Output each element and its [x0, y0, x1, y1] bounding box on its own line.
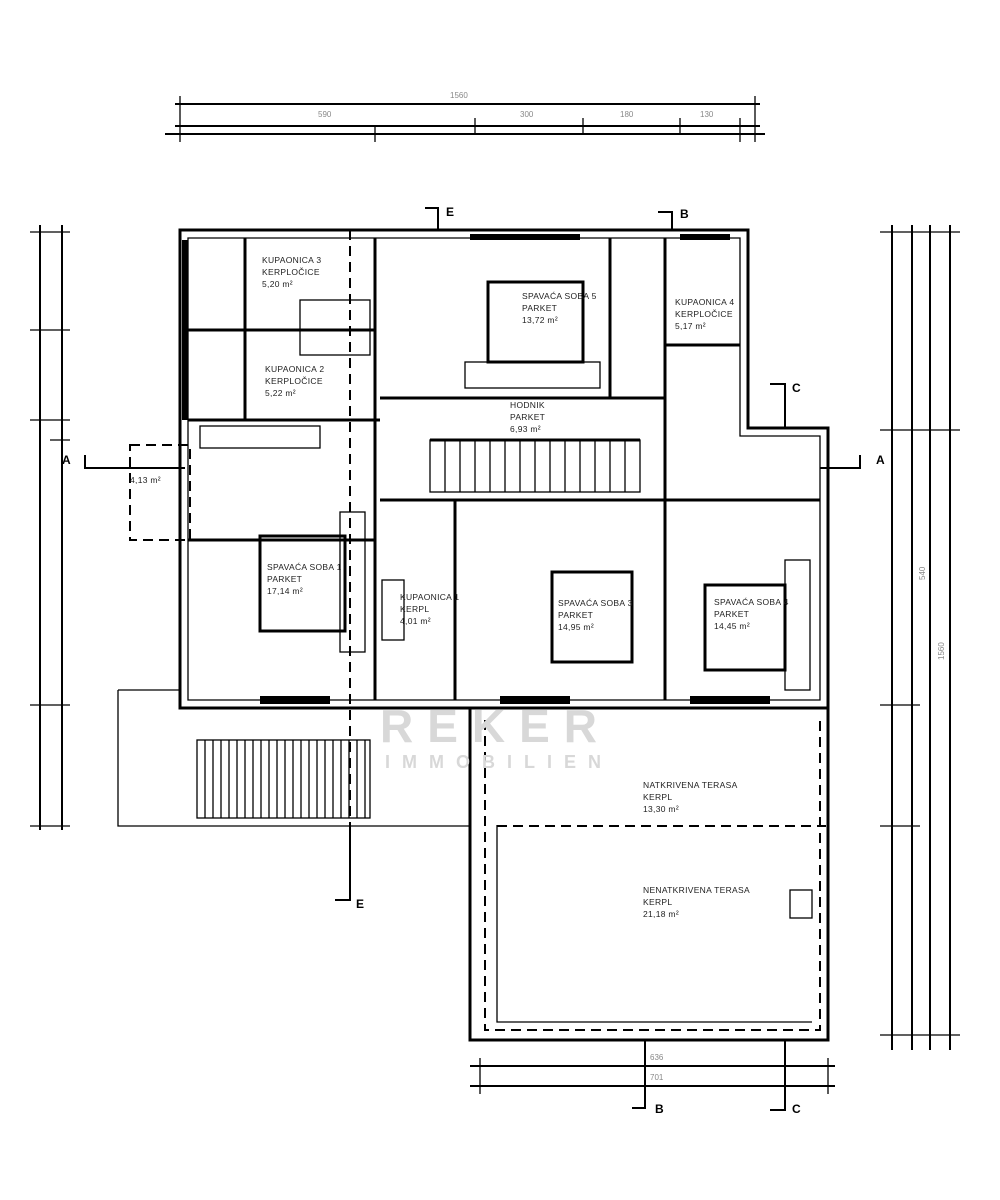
svg-text:REKER: REKER: [380, 700, 611, 752]
room-floor: PARKET: [558, 610, 593, 620]
svg-text:IMMOBILIEN: IMMOBILIEN: [385, 752, 613, 772]
room-area: 13,30 m²: [643, 804, 679, 814]
left-dimensions: [30, 225, 70, 830]
room-area: 4,01 m²: [400, 616, 431, 626]
dim-top-part: 130: [700, 110, 714, 119]
section-b-top: B: [680, 207, 689, 221]
room-floor: KERPL: [643, 792, 672, 802]
terrace: [117, 444, 830, 1042]
room-area: 14,95 m²: [558, 622, 594, 632]
room-area: 5,17 m²: [675, 321, 706, 331]
room-name: HODNIK: [510, 400, 545, 410]
dim-bottom: 636: [650, 1053, 664, 1062]
room-name: NATKRIVENA TERASA: [643, 780, 738, 790]
room-area: 5,20 m²: [262, 279, 293, 289]
section-c-top: C: [792, 381, 801, 395]
room-floor: PARKET: [714, 609, 749, 619]
top-dimensions: 1560 590 300 180 130: [165, 91, 765, 142]
room-floor: KERPLOČICE: [262, 267, 320, 277]
dim-top-total: 1560: [450, 91, 468, 100]
room-name: KUPAONICA 3: [262, 255, 321, 265]
room-area: 6,93 m²: [510, 424, 541, 434]
room-label: SPAVAĆA SOBA 3 PARKET 14,95 m²: [558, 598, 633, 632]
section-e-bottom: E: [356, 897, 364, 911]
room-label: KUPAONICA 2 KERPLOČICE 5,22 m²: [265, 364, 324, 398]
room-name: KUPAONICA 2: [265, 364, 324, 374]
room-floor: KERPL: [643, 897, 672, 907]
furniture: [258, 280, 811, 691]
dim-top-part: 300: [520, 110, 534, 119]
section-c-bottom: C: [792, 1102, 801, 1116]
dim-right-total: 1560: [937, 642, 946, 660]
room-area: 21,18 m²: [643, 909, 679, 919]
staircase: [196, 439, 641, 819]
bottom-dimensions: 636 701: [470, 1053, 835, 1094]
room-name: SPAVAĆA SOBA 1: [267, 562, 342, 572]
room-name: NENATKRIVENA TERASA: [643, 885, 750, 895]
room-label: NATKRIVENA TERASA KERPL 13,30 m²: [643, 780, 738, 814]
room-label: SPAVAĆA SOBA 1 PARKET 17,14 m²: [267, 562, 342, 596]
section-markers: A A E E B B C C: [62, 205, 885, 1116]
room-area: 5,22 m²: [265, 388, 296, 398]
room-area: 17,14 m²: [267, 586, 303, 596]
room-name: KUPAONICA 1: [400, 592, 459, 602]
room-label: KUPAONICA 1 KERPL 4,01 m²: [400, 592, 459, 626]
room-floor: PARKET: [510, 412, 545, 422]
dim-bottom: 701: [650, 1073, 664, 1082]
room-label: SPAVAĆA SOBA 4 PARKET 14,45 m²: [714, 597, 789, 631]
room-floor: PARKET: [522, 303, 557, 313]
dim-right-part: 540: [918, 566, 927, 580]
section-b-bottom: B: [655, 1102, 664, 1116]
room-area: 13,72 m²: [522, 315, 558, 325]
room-floor: KERPL: [400, 604, 429, 614]
room-label: SPAVAĆA SOBA 5 PARKET 13,72 m²: [522, 291, 597, 325]
right-dimensions: 1560 540: [880, 225, 960, 1050]
room-floor: PARKET: [267, 574, 302, 584]
room-label: KUPAONICA 4 KERPLOČICE 5,17 m²: [675, 297, 734, 331]
room-name: KUPAONICA 4: [675, 297, 734, 307]
extra-area-label: 4,13 m²: [130, 475, 161, 485]
section-a-left: A: [62, 453, 71, 467]
dim-top-part: 180: [620, 110, 634, 119]
room-label: NENATKRIVENA TERASA KERPL 21,18 m²: [643, 885, 750, 919]
section-e-top: E: [446, 205, 454, 219]
section-a-right: A: [876, 453, 885, 467]
watermark: REKER IMMOBILIEN: [380, 700, 613, 772]
room-floor: KERPLOČICE: [265, 376, 323, 386]
room-name: SPAVAĆA SOBA 3: [558, 598, 633, 608]
room-name: SPAVAĆA SOBA 4: [714, 597, 789, 607]
room-name: SPAVAĆA SOBA 5: [522, 291, 597, 301]
room-area: 14,45 m²: [714, 621, 750, 631]
room-floor: KERPLOČICE: [675, 309, 733, 319]
room-label: HODNIK PARKET 6,93 m²: [510, 400, 545, 434]
dim-top-part: 590: [318, 110, 332, 119]
room-label: KUPAONICA 3 KERPLOČICE 5,20 m²: [262, 255, 321, 289]
